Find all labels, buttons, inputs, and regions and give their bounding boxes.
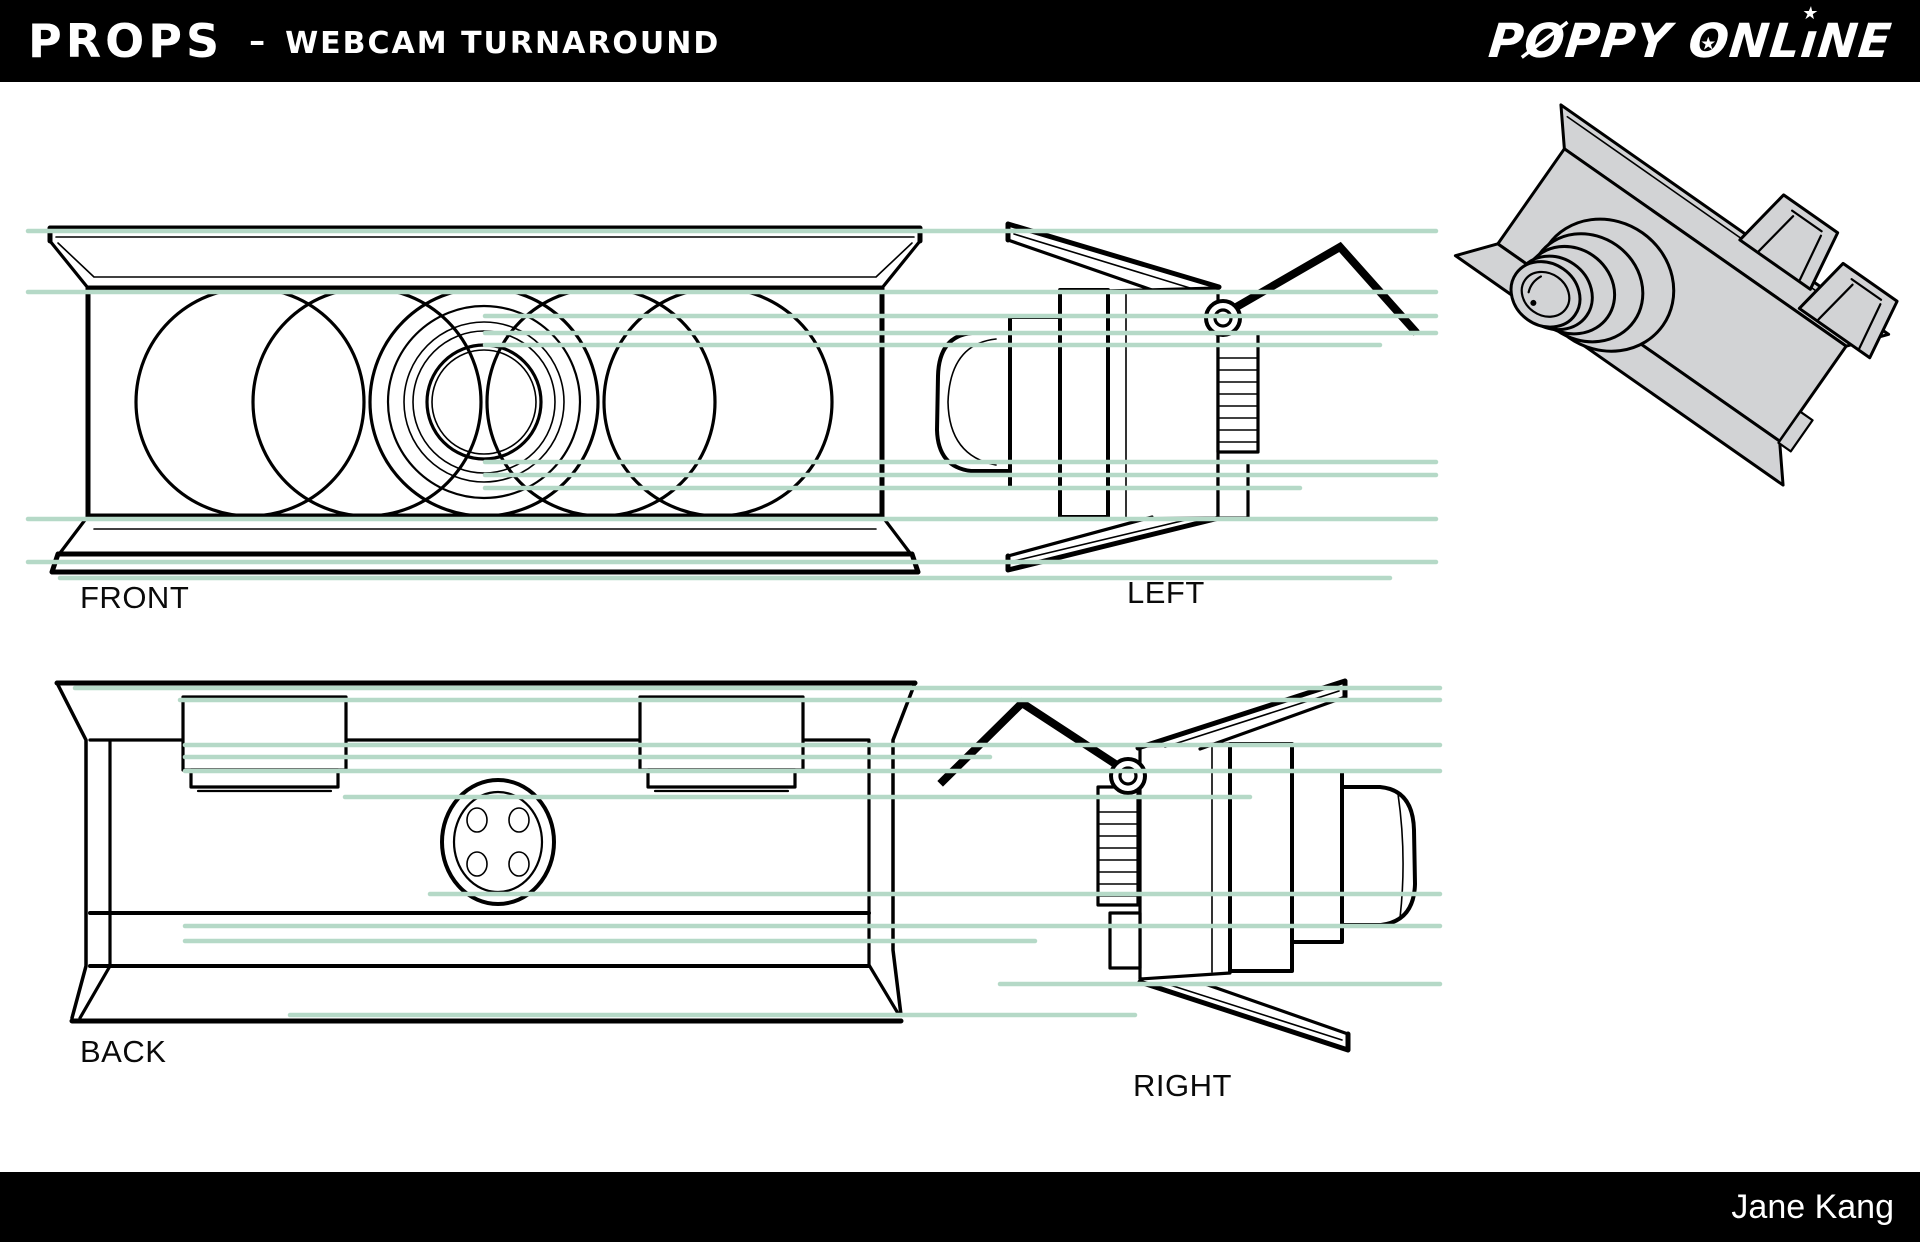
back-panel-lines	[88, 911, 871, 968]
front-lens	[425, 343, 543, 461]
iso-view	[1453, 103, 1899, 487]
right-foot	[1108, 911, 1142, 970]
right-hinge	[1109, 757, 1147, 795]
show-logo: PØPPY O★NLı★NE	[1486, 2, 1895, 69]
star-icon: ★	[1700, 32, 1718, 54]
iso-mount-clip	[1738, 193, 1840, 291]
front-lens-inner	[431, 349, 537, 455]
right-view-label: RIGHT	[1133, 1068, 1232, 1103]
logo-nl: NL	[1727, 13, 1805, 69]
front-lens-ring	[412, 330, 556, 474]
front-lens-ring	[403, 321, 565, 483]
port-pin-hole	[466, 851, 488, 877]
logo-ne: NE	[1815, 13, 1895, 69]
iso-side-tab	[1777, 410, 1814, 453]
back-view-label: BACK	[80, 1034, 166, 1069]
clip-arm	[1738, 193, 1840, 291]
footer-bar: Jane Kang	[0, 1172, 1920, 1242]
iso-lens-highlight	[1527, 275, 1543, 294]
back-view	[54, 680, 918, 1024]
front-view-label: FRONT	[80, 580, 189, 615]
guide-lines	[25, 228, 1443, 1018]
left-detail-fine	[947, 233, 1191, 562]
iso-lens-pupil	[1520, 270, 1571, 318]
back-connector-port	[440, 778, 556, 906]
left-mount-clip	[1216, 331, 1260, 454]
left-body	[1106, 286, 1220, 521]
left-flange-blades-medium	[1006, 238, 1154, 558]
front-ring	[485, 286, 717, 518]
front-ring	[134, 286, 366, 518]
port-pin-hole	[508, 851, 530, 877]
front-view	[47, 225, 923, 575]
back-bevel-edges	[55, 681, 917, 1020]
left-lens-barrel	[1058, 288, 1110, 519]
clip-arm-lines	[1817, 278, 1883, 350]
header-bar: PROPS – WEBCAM TURNAROUND PØPPY O★NLı★NE	[0, 0, 1920, 82]
right-clip-ribs	[1097, 811, 1139, 897]
right-flange-blades-medium	[1198, 695, 1350, 1036]
right-hinge-pin	[1118, 766, 1138, 786]
port-pin-hole	[466, 807, 488, 833]
front-ring	[251, 286, 483, 518]
sheet-subtitle: WEBCAM TURNAROUND	[285, 25, 721, 61]
logo-o-with-star: O★	[1686, 14, 1733, 69]
iso-lens-dot	[1530, 299, 1537, 306]
artist-credit: Jane Kang	[1731, 1187, 1894, 1226]
left-clip-ribs	[1217, 357, 1259, 443]
right-view	[937, 678, 1417, 1053]
front-lens-ring	[386, 304, 582, 500]
sheet-category-title: PROPS	[28, 14, 224, 68]
clip-arm	[1797, 261, 1899, 360]
front-outline-fine	[55, 236, 915, 530]
right-detail-fine	[1164, 690, 1404, 1041]
right-body	[1138, 742, 1232, 981]
logo-word1: PØPPY	[1486, 13, 1675, 69]
right-mount-clip	[1096, 785, 1140, 907]
right-lens-barrel-step	[1290, 769, 1344, 944]
left-view-label: LEFT	[1127, 575, 1205, 610]
title-separator: –	[249, 22, 266, 60]
iso-mount-clip	[1797, 261, 1899, 360]
right-lens-dome	[1340, 785, 1417, 927]
sheet-title-group: PROPS – WEBCAM TURNAROUND	[28, 14, 720, 68]
right-lens-barrel	[1228, 742, 1294, 973]
back-outline-bold	[54, 680, 918, 1024]
clip-arm-lines	[1757, 209, 1823, 281]
front-ring	[602, 286, 834, 518]
front-outline-medium	[48, 239, 922, 555]
star-icon: ★	[1801, 2, 1821, 24]
port-pin-hole	[508, 807, 530, 833]
iso-lens-face	[1509, 260, 1582, 329]
